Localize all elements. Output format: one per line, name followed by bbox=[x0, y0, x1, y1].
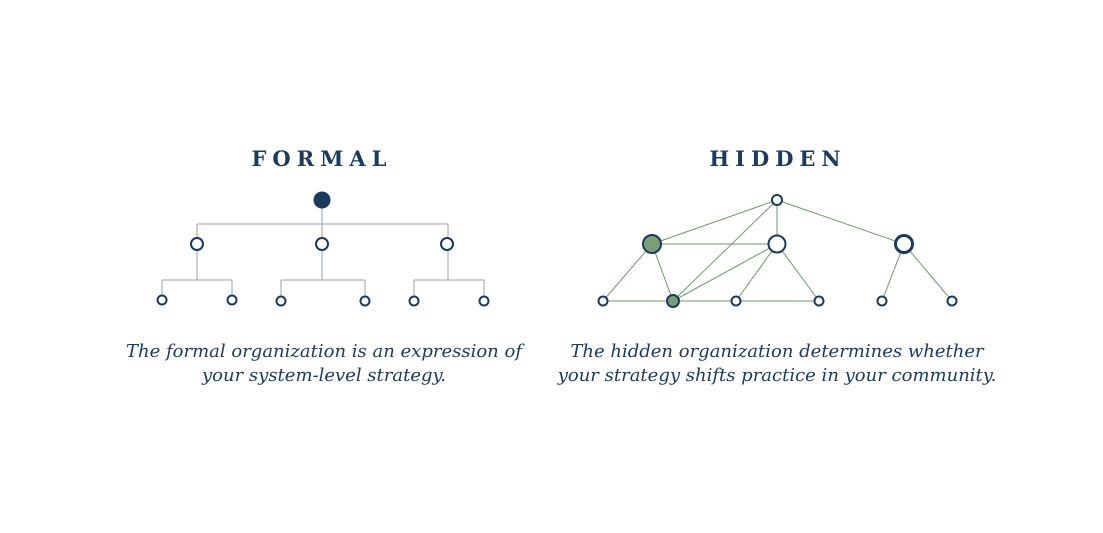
formal-root-node bbox=[313, 191, 331, 209]
hidden-hub-node bbox=[894, 234, 914, 254]
formal-leaf-node bbox=[275, 295, 287, 307]
formal-caption-line2: your system-level strategy. bbox=[201, 365, 447, 386]
hidden-network bbox=[597, 194, 958, 308]
hidden-green-leaf-node bbox=[666, 294, 680, 308]
hidden-edge bbox=[651, 199, 778, 245]
formal-node bbox=[315, 237, 329, 251]
hidden-edge bbox=[602, 243, 653, 302]
hidden-edge bbox=[672, 199, 778, 302]
hidden-leaf-node bbox=[730, 295, 742, 307]
hidden-hub-node bbox=[767, 234, 787, 254]
formal-title: FORMAL bbox=[251, 146, 393, 171]
hidden-green-hub-node bbox=[642, 234, 662, 254]
hidden-edge bbox=[776, 243, 820, 302]
hidden-leaf-node bbox=[876, 295, 888, 307]
formal-connectors bbox=[161, 208, 485, 296]
hidden-caption: The hidden organization determines wheth… bbox=[542, 340, 1012, 388]
hidden-nodes bbox=[597, 194, 958, 308]
hidden-edge bbox=[651, 243, 674, 302]
formal-leaf-node bbox=[156, 294, 168, 306]
hidden-edge bbox=[881, 243, 905, 302]
formal-node bbox=[190, 237, 204, 251]
formal-leaf-node bbox=[478, 295, 490, 307]
formal-nodes bbox=[156, 191, 490, 307]
hidden-top-node bbox=[771, 194, 783, 206]
hidden-leaf-node bbox=[946, 295, 958, 307]
hidden-edge bbox=[672, 243, 778, 302]
hidden-edges bbox=[602, 199, 953, 302]
formal-leaf-node bbox=[226, 294, 238, 306]
hidden-caption-line1: The hidden organization determines wheth… bbox=[570, 341, 984, 362]
formal-node bbox=[440, 237, 454, 251]
hidden-edge bbox=[735, 243, 778, 302]
formal-leaf-node bbox=[408, 295, 420, 307]
hidden-leaf-node bbox=[597, 295, 609, 307]
hidden-leaf-node bbox=[813, 295, 825, 307]
formal-caption-line1: The formal organization is an expression… bbox=[126, 341, 522, 362]
hidden-edge bbox=[776, 199, 905, 245]
hidden-edge bbox=[903, 243, 953, 302]
formal-org-chart bbox=[156, 191, 490, 307]
hidden-caption-line2: your strategy shifts practice in your co… bbox=[557, 365, 997, 386]
hidden-title: HIDDEN bbox=[709, 146, 847, 171]
formal-caption: The formal organization is an expression… bbox=[89, 340, 559, 388]
formal-leaf-node bbox=[359, 295, 371, 307]
